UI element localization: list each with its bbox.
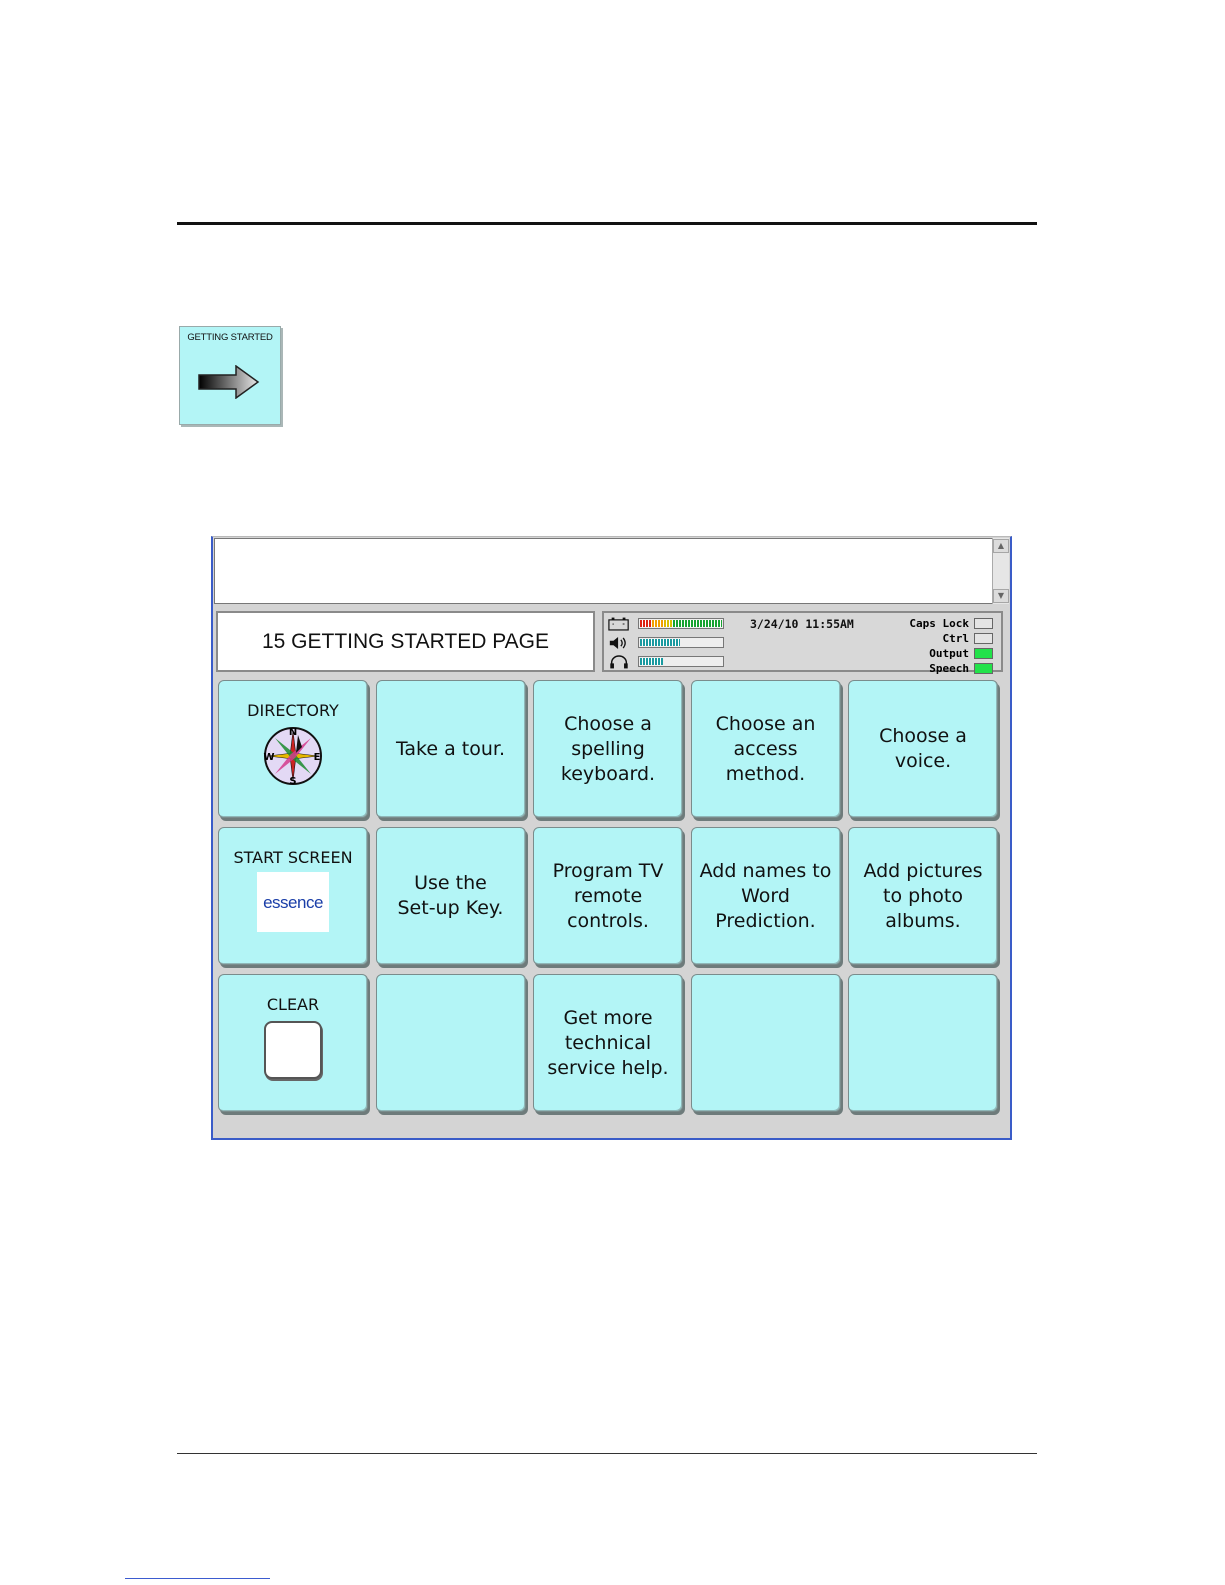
battery-meter-fill (640, 620, 722, 627)
svg-text:S: S (289, 776, 296, 787)
indicator-label: Speech (929, 662, 969, 675)
indicator-label: Ctrl (942, 632, 970, 645)
indicator-caps-lock: Caps Lock (885, 616, 995, 631)
svg-text:W: W (263, 752, 274, 763)
key-text: Take a tour. (395, 737, 506, 760)
svg-text:E: E (314, 752, 321, 763)
start-screen-key[interactable]: START SCREEN essence (218, 827, 368, 965)
message-key[interactable]: Use the Set-up Key. (375, 827, 526, 965)
empty-key[interactable] (848, 974, 998, 1112)
indicator-output: Output (885, 646, 995, 661)
key-text: Add names to Word Prediction. (699, 859, 832, 932)
compass-icon: N S W E (263, 727, 322, 787)
arrow-right-icon (198, 365, 260, 399)
key-label: DIRECTORY (247, 701, 339, 720)
message-key[interactable]: Add pictures to photo albums. (848, 827, 998, 965)
headphone-meter (638, 656, 724, 667)
essence-logo: essence (257, 872, 329, 932)
headphone-meter-fill (640, 658, 664, 665)
getting-started-key[interactable]: GETTING STARTED (179, 326, 281, 425)
volume-meter-fill (640, 639, 680, 646)
scroll-down-icon[interactable]: ▼ (993, 589, 1009, 603)
svg-text:N: N (289, 727, 297, 738)
message-key[interactable]: Add names to Word Prediction. (690, 827, 841, 965)
battery-icon (608, 617, 629, 631)
volume-meter (638, 637, 724, 648)
getting-started-label: GETTING STARTED (187, 332, 273, 343)
device-screen: ▲ ▼ 15 GETTING STARTED PAGE (211, 536, 1012, 1140)
key-label: CLEAR (266, 995, 320, 1014)
key-grid: DIRECTORY N S W E Take a tour. Choose a spelli… (218, 680, 999, 1120)
headphones-icon (610, 655, 628, 669)
key-label: START SCREEN (233, 848, 353, 867)
indicator-ctrl: Ctrl (885, 631, 995, 646)
directory-key[interactable]: DIRECTORY N S W E (218, 680, 368, 818)
message-window[interactable] (214, 538, 994, 604)
empty-key[interactable] (375, 974, 526, 1112)
key-text: Choose a voice. (879, 725, 967, 772)
scroll-up-icon[interactable]: ▲ (993, 539, 1009, 553)
footnote-rule (125, 1578, 270, 1579)
key-text: Use the Set-up Key. (397, 872, 504, 919)
message-key[interactable]: Get more technical service help. (533, 974, 683, 1112)
battery-meter (638, 618, 724, 629)
indicator-label: Caps Lock (909, 617, 969, 630)
key-text: Program TV remote controls. (552, 859, 664, 932)
empty-key[interactable] (690, 974, 841, 1112)
message-key[interactable]: Take a tour. (375, 680, 526, 818)
indicator-speech: Speech (885, 661, 995, 676)
key-text: Get more technical service help. (547, 1006, 669, 1079)
message-key[interactable]: Choose a spelling keyboard. (533, 680, 683, 818)
message-scrollbar[interactable]: ▲ ▼ (992, 538, 1009, 604)
speaker-icon (609, 637, 626, 649)
indicator-lamp (974, 618, 993, 629)
top-rule (177, 222, 1037, 225)
indicator-lamp (974, 663, 993, 674)
page-title: 15 GETTING STARTED PAGE (216, 611, 595, 672)
message-key[interactable]: Choose an access method. (690, 680, 841, 818)
message-key[interactable]: Choose a voice. (848, 680, 998, 818)
key-text: Choose a spelling keyboard. (560, 712, 656, 785)
key-text: Choose an access method. (715, 712, 816, 785)
bottom-rule (177, 1453, 1037, 1454)
clear-key[interactable]: CLEAR (218, 974, 368, 1112)
key-text: Add pictures to photo albums. (863, 859, 983, 932)
indicator-lamp (974, 633, 993, 644)
indicator-label: Output (929, 647, 969, 660)
datetime: 3/24/10 11:55AM (750, 617, 854, 631)
blank-box-icon (264, 1021, 322, 1079)
message-key[interactable]: Program TV remote controls. (533, 827, 683, 965)
indicator-lamp (974, 648, 993, 659)
